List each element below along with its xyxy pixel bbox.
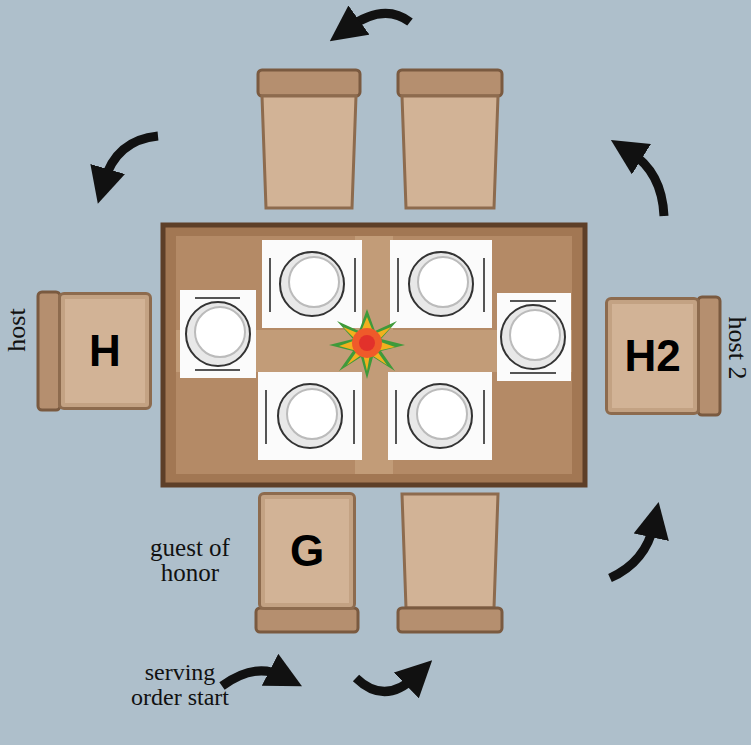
role-label: host 2 [724, 317, 750, 380]
serving-arrows [104, 13, 664, 691]
chair [398, 70, 502, 208]
seat-letter: H2 [624, 334, 680, 378]
chair-back [38, 292, 60, 410]
plates [186, 252, 565, 448]
seat-letter: G [290, 529, 324, 573]
centerpiece [329, 309, 405, 379]
seat-letter: H [89, 329, 121, 373]
chair [258, 70, 360, 208]
chair-back [256, 608, 358, 632]
role-label: guest of honor [150, 535, 230, 585]
note-label: serving order start [128, 660, 232, 710]
place-settings [180, 240, 571, 460]
cutlery [195, 258, 556, 444]
table [163, 225, 585, 485]
chair-seat: H [58, 292, 152, 410]
role-label: host [4, 308, 30, 351]
chair-back [698, 297, 720, 415]
chair-seat: G [258, 492, 356, 610]
chair-seat: H2 [605, 297, 700, 415]
chair [398, 494, 502, 632]
